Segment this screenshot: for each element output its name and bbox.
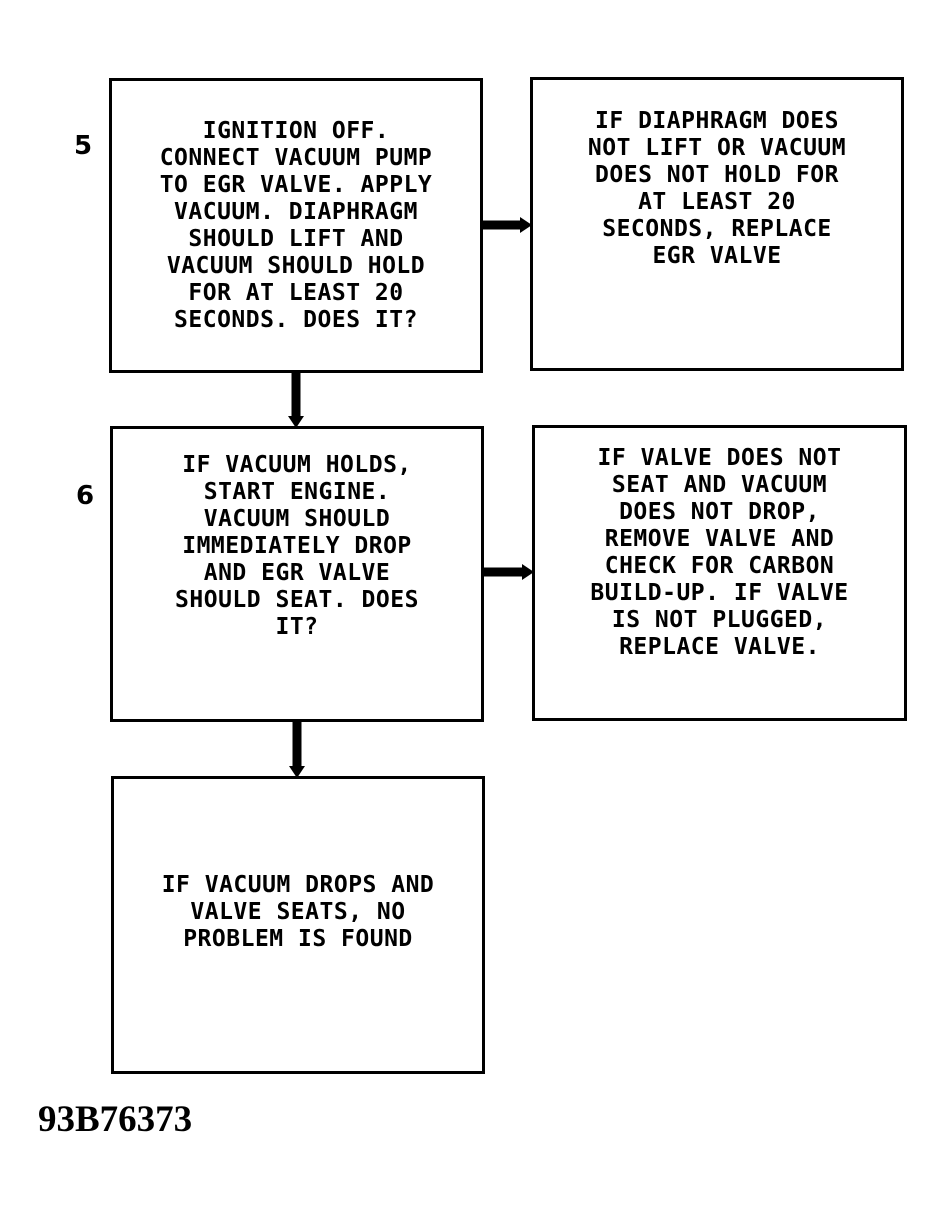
step6-result-box: IF VALVE DOES NOT SEAT AND VACUUM DOES N… [532, 425, 907, 721]
figure-id: 93B76373 [38, 1099, 193, 1140]
step5-question-box: IGNITION OFF. CONNECT VACUUM PUMP TO EGR… [109, 78, 483, 373]
step-number-5: 5 [74, 131, 93, 161]
connector-step6-to-final [289, 720, 305, 778]
connector-step6-to-result [483, 564, 534, 580]
step6-question-text: IF VACUUM HOLDS, START ENGINE. VACUUM SH… [175, 452, 419, 640]
step5-question-text: IGNITION OFF. CONNECT VACUUM PUMP TO EGR… [159, 117, 433, 333]
connector-step5-to-result [482, 217, 532, 233]
step5-result-box: IF DIAPHRAGM DOES NOT LIFT OR VACUUM DOE… [530, 77, 904, 371]
step6-question-box: IF VACUUM HOLDS, START ENGINE. VACUUM SH… [110, 426, 484, 722]
connector-step5-to-step6 [288, 371, 304, 428]
step5-result-text: IF DIAPHRAGM DOES NOT LIFT OR VACUUM DOE… [587, 108, 847, 269]
step6-result-text: IF VALVE DOES NOT SEAT AND VACUUM DOES N… [590, 445, 849, 660]
final-result-box: IF VACUUM DROPS AND VALVE SEATS, NO PROB… [111, 776, 485, 1074]
final-result-text: IF VACUUM DROPS AND VALVE SEATS, NO PROB… [161, 872, 435, 952]
step-number-6: 6 [76, 481, 95, 511]
